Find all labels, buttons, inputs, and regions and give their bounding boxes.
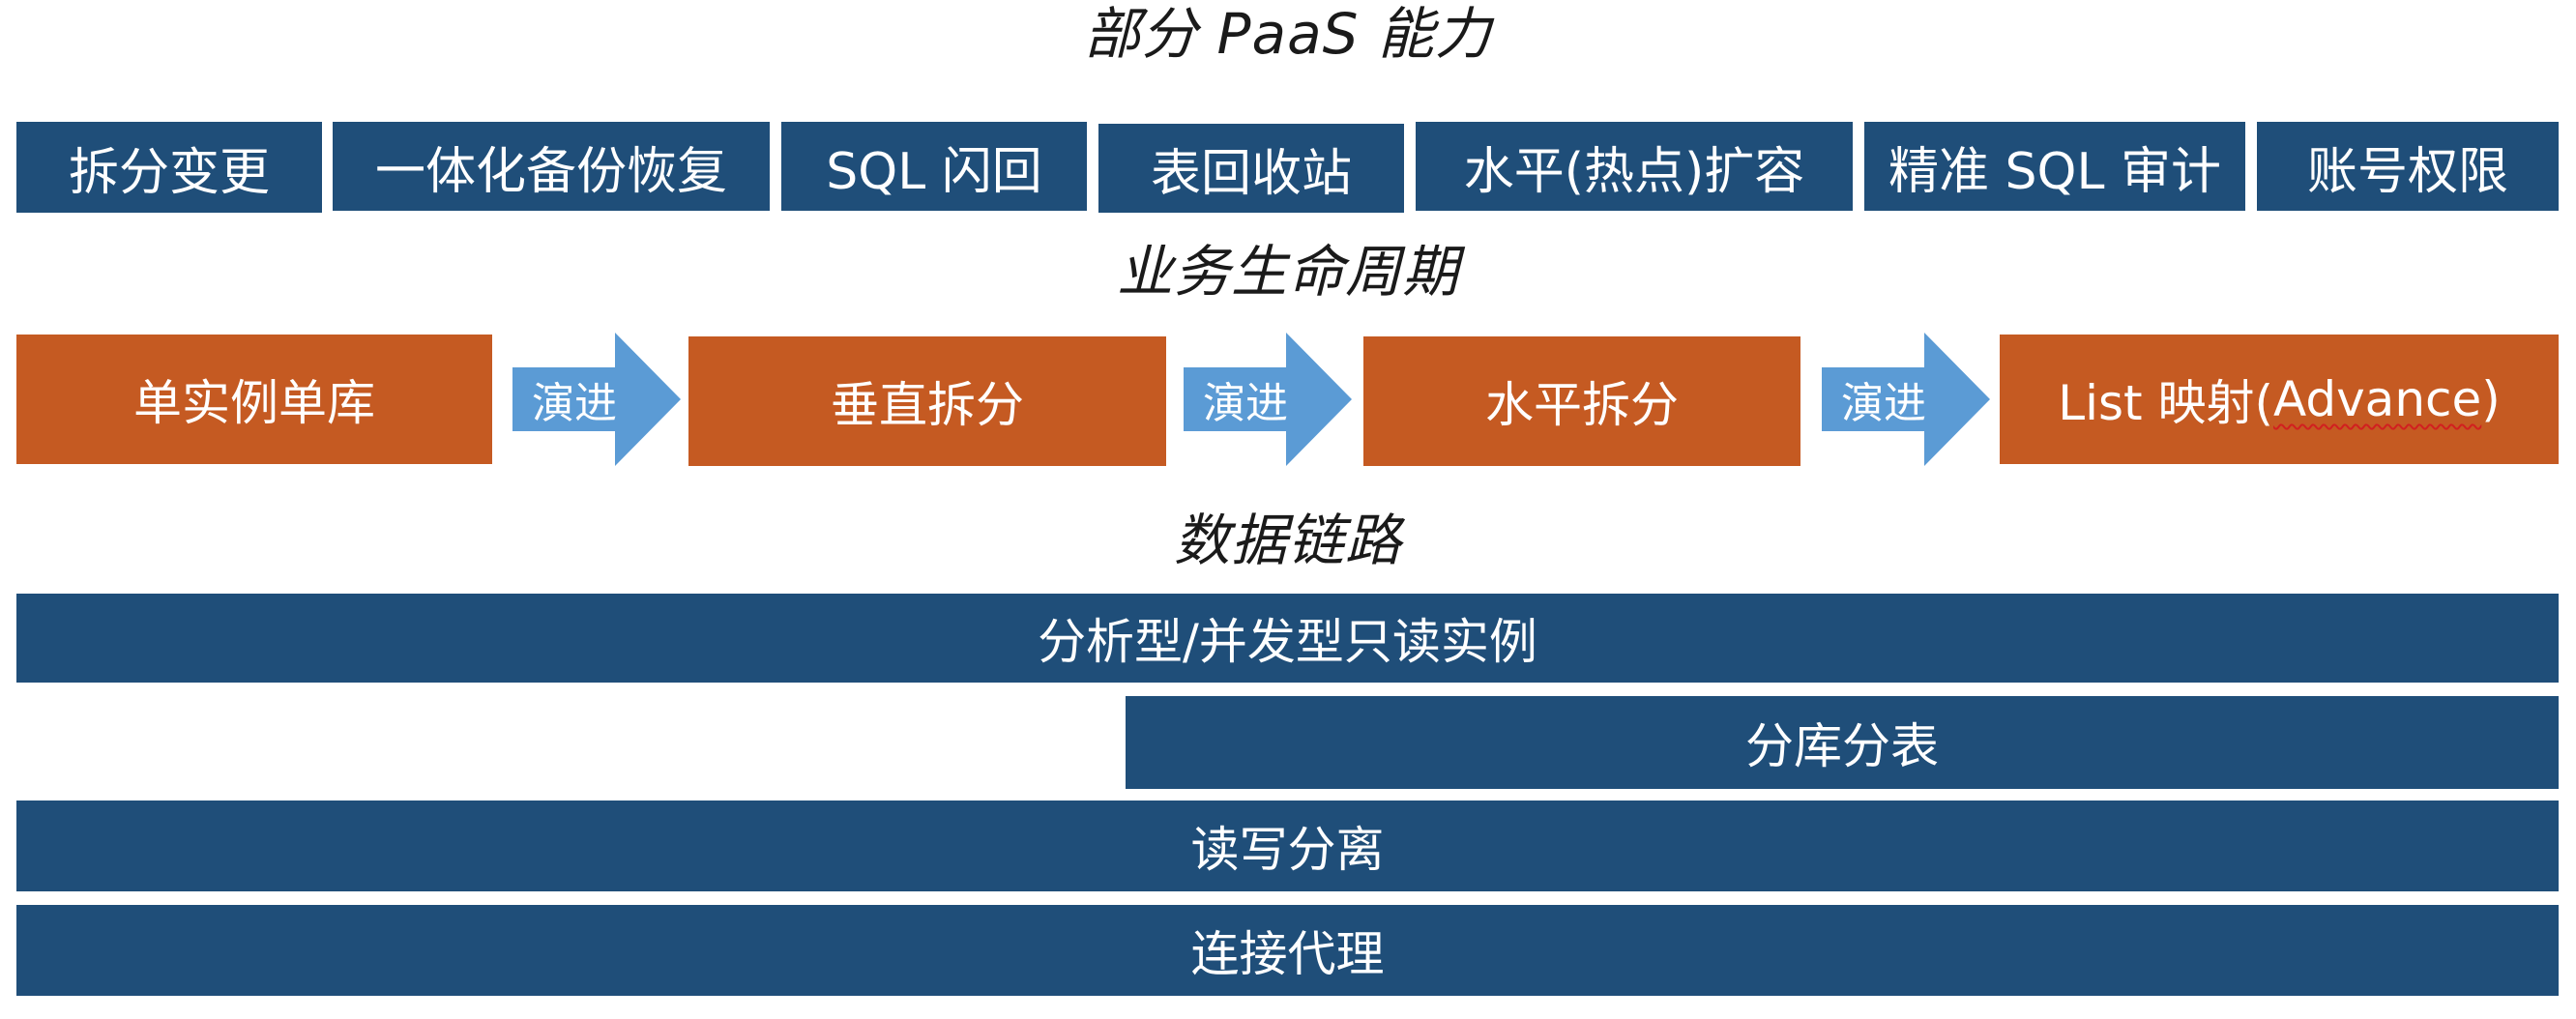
capability-split-change: 拆分变更 — [16, 122, 322, 213]
lifecycle-stage-vertical-split: 垂直拆分 — [688, 336, 1166, 466]
evolve-arrow: 演进 — [1822, 333, 1990, 466]
capability-horizontal-scaling: 水平(热点)扩容 — [1416, 122, 1853, 211]
evolve-arrow-label: 演进 — [532, 379, 617, 428]
right-arrow-icon — [1822, 333, 1990, 466]
data-path-heading: 数据链路 — [1173, 508, 1402, 573]
evolve-arrow-label: 演进 — [1841, 379, 1926, 428]
evolve-arrow-label: 演进 — [1203, 379, 1288, 428]
capabilities-heading: 部分 PaaS 能力 — [1084, 1, 1492, 67]
capability-table-recycle-bin: 表回收站 — [1098, 124, 1404, 213]
lifecycle-stage-list-mapping: List 映射(Advance) — [2000, 335, 2559, 464]
evolve-arrow: 演进 — [1184, 333, 1352, 466]
list-mapping-flagged-word: Advance — [2273, 371, 2482, 427]
data-path-sharding: 分库分表 — [1126, 696, 2559, 789]
right-arrow-icon — [1184, 333, 1352, 466]
list-mapping-suffix: ) — [2481, 371, 2501, 427]
data-path-connection-proxy: 连接代理 — [16, 905, 2559, 996]
right-arrow-icon — [512, 333, 681, 466]
list-mapping-prefix: List 映射( — [2058, 375, 2274, 431]
capability-sql-flashback: SQL 闪回 — [781, 122, 1087, 211]
capability-account-permission: 账号权限 — [2257, 122, 2559, 211]
data-path-readonly-instance: 分析型/并发型只读实例 — [16, 594, 2559, 683]
data-path-read-write-split: 读写分离 — [16, 801, 2559, 891]
evolve-arrow: 演进 — [512, 333, 681, 466]
lifecycle-heading: 业务生命周期 — [1116, 239, 1459, 305]
lifecycle-stage-horizontal-split: 水平拆分 — [1363, 336, 1800, 466]
capability-sql-audit: 精准 SQL 审计 — [1864, 122, 2245, 211]
lifecycle-stage-single-instance: 单实例单库 — [16, 335, 492, 464]
capability-backup-restore: 一体化备份恢复 — [333, 122, 770, 211]
